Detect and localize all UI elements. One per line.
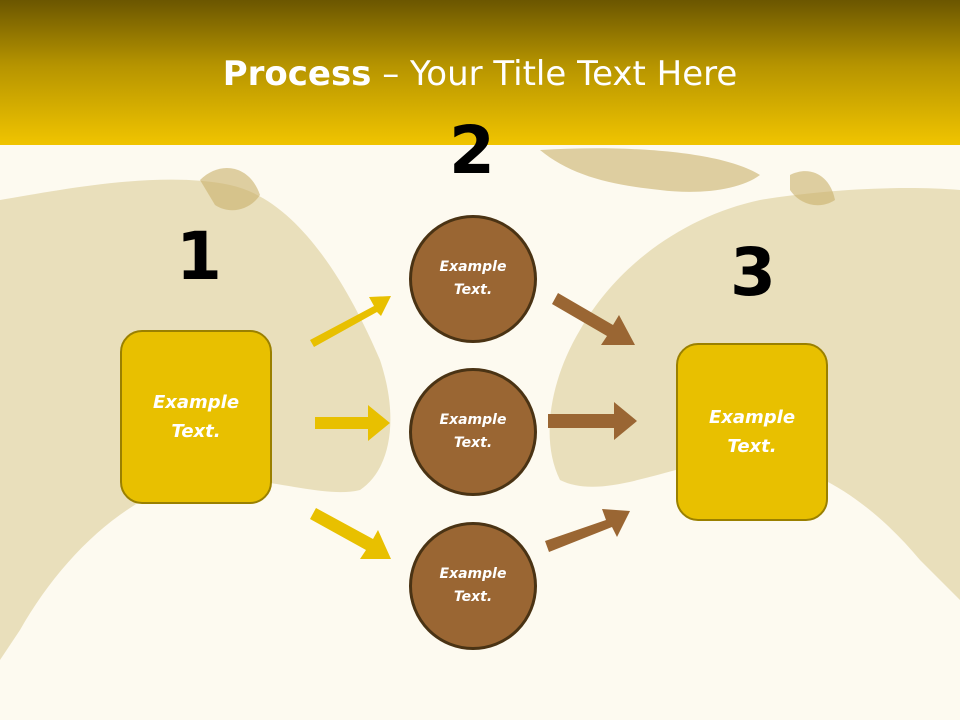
arrow-to-middle-circle xyxy=(315,405,390,441)
arrow-to-bottom-circle xyxy=(310,508,391,559)
step-number-2: 2 xyxy=(449,112,495,189)
step-1-label: Example Text. xyxy=(152,392,240,442)
step-number-3: 3 xyxy=(730,234,776,311)
circle-top-label: Example Text. xyxy=(439,259,507,298)
arrow-to-top-circle xyxy=(310,296,391,347)
arrow-from-middle-circle xyxy=(548,402,637,440)
arrow-from-bottom-circle xyxy=(545,509,630,552)
step-2-circle-middle: Example Text. xyxy=(409,368,537,496)
title-rest: – Your Title Text Here xyxy=(371,54,738,94)
circle-bottom-label: Example Text. xyxy=(439,566,507,605)
step-2-circle-top: Example Text. xyxy=(409,215,537,343)
step-number-1: 1 xyxy=(176,218,222,295)
step-3-label: Example Text. xyxy=(708,407,796,457)
step-2-circle-bottom: Example Text. xyxy=(409,522,537,650)
header-bar xyxy=(0,0,960,145)
circle-middle-label: Example Text. xyxy=(439,412,507,451)
slide-title: Process – Your Title Text Here xyxy=(0,52,960,96)
arrow-from-top-circle xyxy=(552,293,635,345)
step-1-box: Example Text. xyxy=(120,330,272,504)
title-bold: Process xyxy=(222,54,372,94)
step-3-box: Example Text. xyxy=(676,343,828,521)
